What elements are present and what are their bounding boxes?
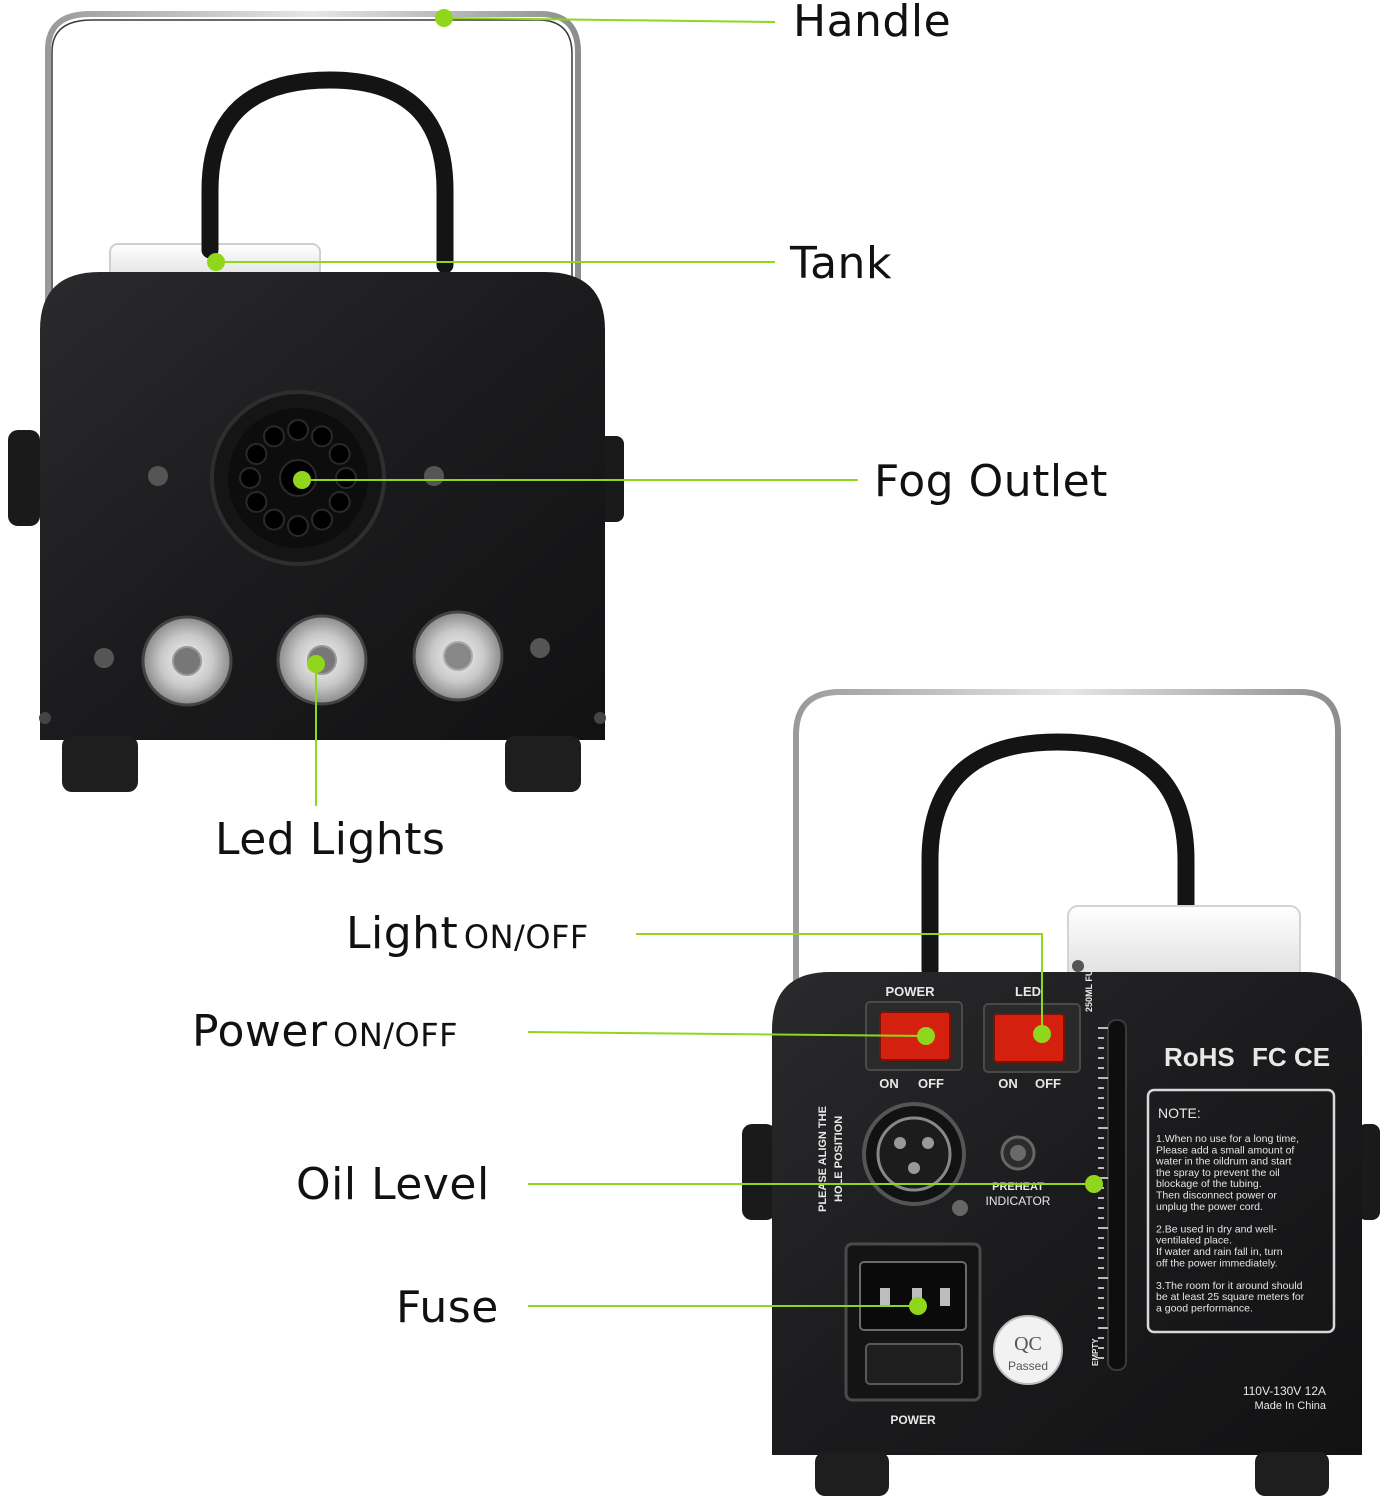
- oil-full-label: 250ML FULL: [1084, 958, 1094, 1012]
- label-fuse: Fuse: [396, 1282, 499, 1333]
- callout-dot: [293, 471, 311, 489]
- back-hose: [921, 733, 1195, 979]
- power-inlet-label: POWER: [890, 1413, 936, 1427]
- voltage-text: 110V-130V 12A: [1243, 1384, 1326, 1398]
- label-oil-level: Oil Level: [296, 1159, 490, 1210]
- note-line: 2.Be used in dry and well-: [1156, 1223, 1277, 1235]
- label-power-onoff: Power ON/OFF: [192, 1010, 458, 1054]
- callout-dot: [1085, 1175, 1103, 1193]
- callout-line: [636, 933, 1043, 1034]
- made-in-text: Made In China: [1254, 1400, 1326, 1412]
- label-handle: Handle: [793, 0, 952, 47]
- side-knob: [8, 430, 40, 526]
- handle: [45, 11, 581, 330]
- label-light-suffix: ON/OFF: [463, 918, 589, 956]
- panel-labels: POWER LED ON OFF ON OFF 250ML FULL EMPTY…: [817, 958, 1330, 1427]
- outlet-hole: [263, 508, 285, 531]
- label-led-lights: Led Lights: [215, 814, 446, 865]
- foot: [505, 736, 581, 792]
- label-light-main: Light: [346, 908, 459, 959]
- outlet-hole: [287, 419, 309, 441]
- panel-led-label: LED: [1015, 984, 1041, 999]
- align-hint-2: HOLE POSITION: [833, 1116, 845, 1202]
- outlet-hole: [287, 515, 309, 537]
- note-line: Please add a small amount of: [1156, 1144, 1294, 1156]
- outlet-hole: [263, 425, 285, 448]
- note-line: Then disconnect power or: [1156, 1190, 1277, 1202]
- outlet-hole: [239, 467, 261, 489]
- fc-mark: FC: [1252, 1042, 1287, 1072]
- label-tank: Tank: [790, 238, 892, 289]
- label-power-suffix: ON/OFF: [333, 1016, 459, 1054]
- outlet-hole: [245, 443, 268, 465]
- label-light-onoff: Light ON/OFF: [346, 912, 589, 956]
- oil-level-gauge: [1107, 1019, 1127, 1371]
- power-off-label: OFF: [918, 1076, 944, 1091]
- note-box: [1146, 1088, 1336, 1334]
- callout-dot: [917, 1027, 935, 1045]
- preheat-label: PREHEAT: [992, 1181, 1044, 1193]
- note-line: ventilated place.: [1156, 1235, 1232, 1247]
- note-line: be at least 25 square meters for: [1156, 1291, 1305, 1303]
- note-line: If water and rain fall in, turn: [1156, 1246, 1283, 1258]
- led-off-label: OFF: [1035, 1076, 1061, 1091]
- qc-text: QC: [1014, 1333, 1042, 1355]
- back-handle: [793, 689, 1341, 1000]
- callout-dot: [307, 655, 325, 673]
- outlet-hole: [328, 443, 351, 465]
- note-title: NOTE:: [1158, 1105, 1201, 1121]
- callout-dots: [207, 9, 1103, 1315]
- led-on-label: ON: [998, 1076, 1018, 1091]
- note-line: a good performance.: [1156, 1303, 1253, 1315]
- ce-mark: CE: [1294, 1042, 1330, 1072]
- outlet-hole: [335, 467, 357, 489]
- note-line: the spray to prevent the oil: [1156, 1167, 1280, 1179]
- passed-text: Passed: [1008, 1359, 1048, 1373]
- led-switch: [993, 1013, 1065, 1063]
- outlet-hole: [311, 508, 333, 531]
- rohs-mark: RoHS: [1164, 1042, 1235, 1072]
- label-fog-outlet: Fog Outlet: [874, 456, 1108, 507]
- foot: [62, 736, 138, 792]
- qc-sticker: [993, 1315, 1063, 1385]
- power-on-label: ON: [879, 1076, 899, 1091]
- note-line: 3.The room for it around should: [1156, 1280, 1303, 1292]
- led-lights: [141, 610, 504, 707]
- label-power-main: Power: [192, 1006, 328, 1057]
- hose: [201, 71, 454, 274]
- back-machine: [742, 689, 1380, 1496]
- callout-dot: [207, 253, 225, 271]
- callout-line: [527, 1031, 927, 1037]
- callout-dot: [435, 9, 453, 27]
- outlet-hole: [311, 425, 333, 448]
- fuse-drawer: [865, 1343, 963, 1385]
- outlet-hole: [328, 491, 351, 513]
- outlet-hole: [245, 491, 268, 513]
- callout-lines: [216, 17, 1094, 1307]
- callout-dot: [1033, 1025, 1051, 1043]
- indicator-label: INDICATOR: [986, 1194, 1051, 1208]
- note-line: off the power immediately.: [1156, 1257, 1278, 1269]
- oil-empty-label: EMPTY: [1091, 1338, 1100, 1366]
- note-line: unplug the power cord.: [1156, 1201, 1263, 1213]
- panel-power-label: POWER: [885, 984, 935, 999]
- note-line: blockage of the tubing.: [1156, 1178, 1262, 1190]
- callout-dot: [909, 1297, 927, 1315]
- note-line: water in the oildrum and start: [1155, 1156, 1291, 1168]
- align-hint-1: PLEASE ALIGN THE: [817, 1106, 829, 1212]
- callout-line: [443, 17, 776, 23]
- note-line: 1.When no use for a long time,: [1156, 1133, 1299, 1145]
